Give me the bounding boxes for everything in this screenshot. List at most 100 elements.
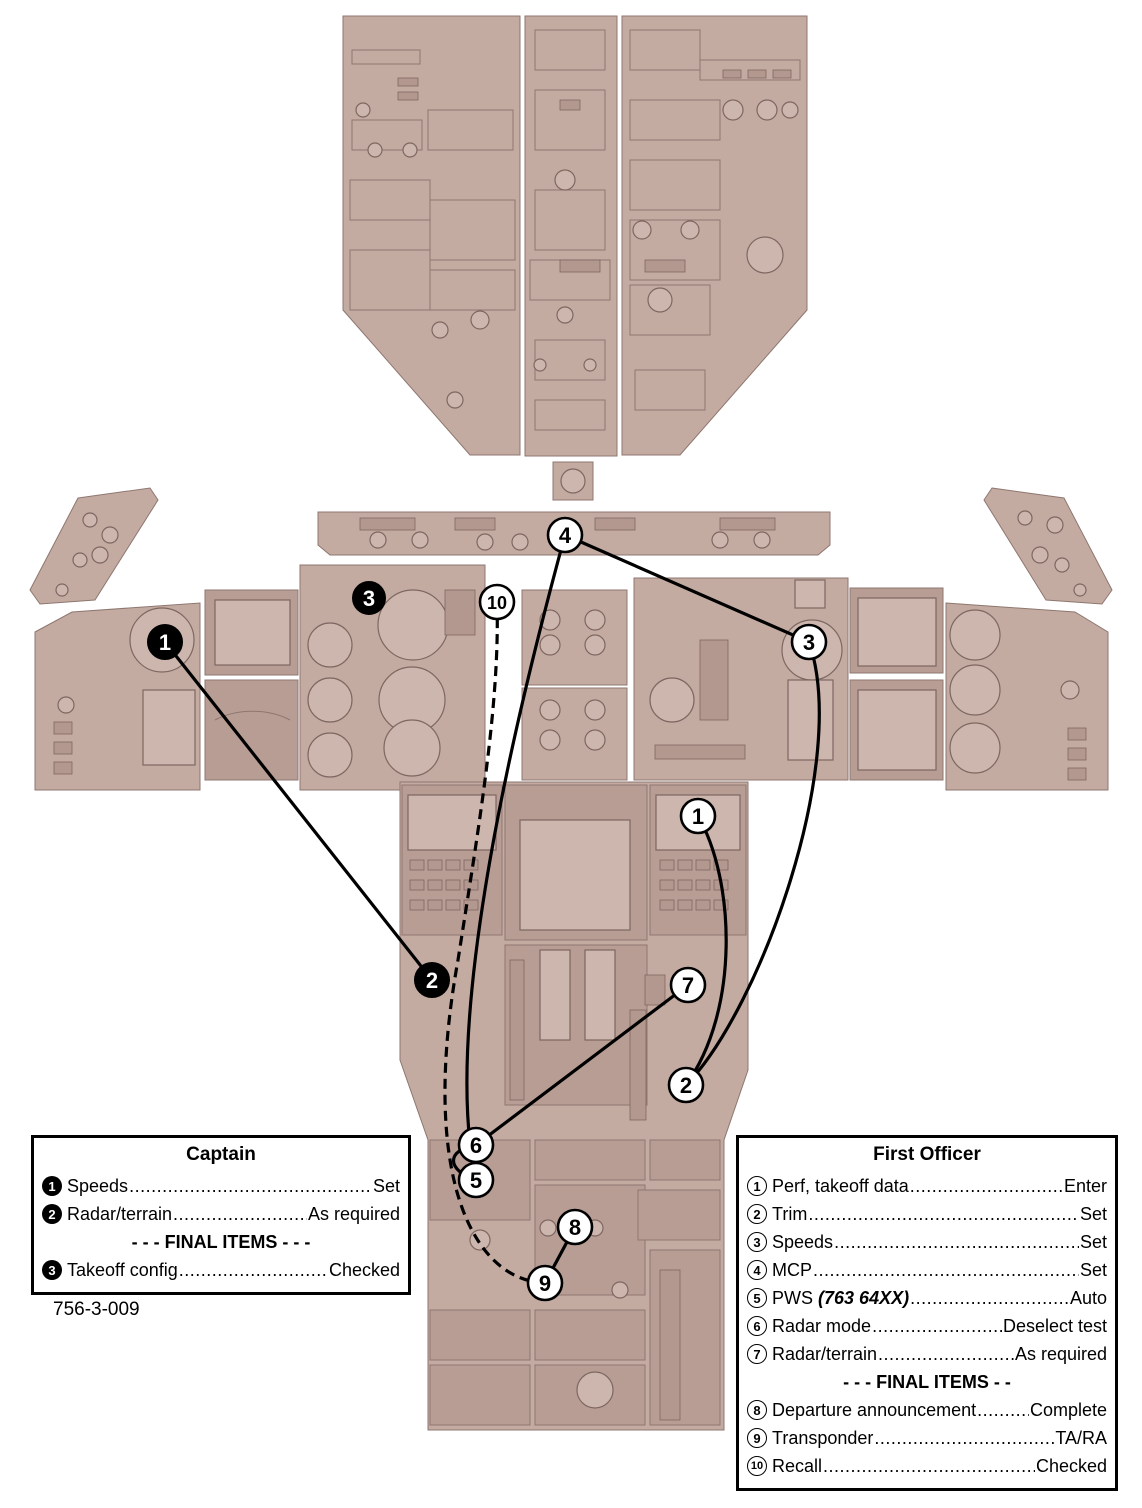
final-items-header: - - - FINAL ITEMS - -	[843, 1372, 1011, 1392]
fo-marker-10: 10	[478, 583, 516, 621]
legend-row: 1 Perf, takeoff data Enter	[747, 1172, 1107, 1200]
svg-text:1: 1	[692, 804, 704, 829]
svg-text:2: 2	[680, 1073, 692, 1098]
marker-icon: 2	[747, 1204, 767, 1224]
captain-legend-title: Captain	[186, 1144, 256, 1165]
legend-item-value: TA/RA	[1055, 1427, 1107, 1448]
figure-id: 756-3-009	[53, 1299, 140, 1320]
right-side-panel	[983, 487, 1113, 605]
legend-item-value: As required	[1014, 1343, 1107, 1364]
leader-dots	[808, 1205, 1079, 1223]
legend-item-value: Complete	[1029, 1399, 1107, 1420]
legend-row: 7 Radar/terrain As required	[747, 1340, 1107, 1368]
marker-icon: 3	[42, 1260, 62, 1280]
fo-flow-line-6-7	[474, 983, 690, 1147]
legend-row: 1 Speeds Set	[42, 1172, 400, 1200]
marker-icon: 2	[42, 1204, 62, 1224]
legend-item-label: Transponder	[772, 1427, 874, 1448]
legend-item-value: As required	[307, 1203, 400, 1224]
legend-item-label: Recall	[772, 1455, 823, 1476]
fo-flow-line-4-5	[465, 533, 567, 1182]
leader-dots	[834, 1233, 1079, 1251]
fo-marker-5: 5	[457, 1161, 495, 1199]
svg-text:10: 10	[487, 593, 507, 613]
marker-icon: 9	[747, 1428, 767, 1448]
left-side-panel	[29, 487, 159, 605]
fo-marker-7: 7	[669, 966, 707, 1004]
legend-item-value: Enter	[1063, 1175, 1107, 1196]
svg-text:4: 4	[559, 523, 572, 548]
legend-item-value: Set	[1079, 1231, 1107, 1252]
fo-marker-3: 3	[790, 623, 828, 661]
legend-item-label: MCP	[772, 1259, 812, 1280]
legend-row: 2 Trim Set	[747, 1200, 1107, 1228]
leader-dots	[874, 1429, 1054, 1447]
legend-item-value: Checked	[1035, 1455, 1107, 1476]
captain-legend: Captain 1 Speeds Set 2 Radar/terrain As …	[31, 1135, 411, 1295]
marker-icon: 10	[747, 1456, 767, 1476]
legend-item-label: Perf, takeoff data	[772, 1175, 909, 1196]
fo-marker-4: 4	[546, 516, 584, 554]
fo-marker-2: 2	[667, 1066, 705, 1104]
leader-dots	[813, 1261, 1079, 1279]
fo-flow-line-3-4	[563, 533, 811, 644]
legend-row: 10 Recall Checked	[747, 1452, 1107, 1480]
legend-item-value: Set	[372, 1175, 400, 1196]
svg-text:7: 7	[682, 973, 694, 998]
legend-row: 6 Radar mode Deselect test	[747, 1312, 1107, 1340]
svg-text:3: 3	[363, 586, 375, 611]
right-center-panel	[633, 577, 849, 781]
legend-row: 3 Takeoff config Checked	[42, 1256, 400, 1284]
svg-text:8: 8	[569, 1215, 581, 1240]
first-officer-legend: First Officer 1 Perf, takeoff data Enter…	[736, 1135, 1118, 1491]
captain-marker-1: 1	[147, 624, 183, 660]
svg-text:2: 2	[426, 968, 438, 993]
svg-text:5: 5	[470, 1168, 482, 1193]
leader-dots	[910, 1177, 1063, 1195]
legend-item-label: Departure announcement	[772, 1399, 977, 1420]
marker-icon: 4	[747, 1260, 767, 1280]
legend-item-label: Takeoff config	[67, 1259, 178, 1280]
captain-marker-2: 2	[414, 962, 450, 998]
fo-marker-8: 8	[556, 1208, 594, 1246]
fo-marker-1: 1	[679, 797, 717, 835]
left-center-panel	[299, 564, 486, 791]
fo-flow-line-2-3	[684, 640, 821, 1087]
legend-item-value: Auto	[1069, 1287, 1107, 1308]
fo-flow-line-1-2	[684, 814, 728, 1087]
center-engine-panel	[521, 589, 628, 781]
leader-dots	[173, 1205, 307, 1223]
marker-icon: 5	[747, 1288, 767, 1308]
legend-item-label: Radar mode	[772, 1315, 872, 1336]
markers: 1 2 3 1 2 3 4 5 6 7 8 9 10	[147, 516, 828, 1302]
legend-item-label: PWS (763 64XX)	[772, 1288, 909, 1309]
marker-icon: 1	[747, 1176, 767, 1196]
svg-text:6: 6	[470, 1133, 482, 1158]
legend-item-label: Radar/terrain	[772, 1343, 878, 1364]
overhead-panel	[342, 15, 808, 457]
leader-dots	[129, 1177, 372, 1195]
legend-item-value: Set	[1079, 1203, 1107, 1224]
leader-dots	[179, 1261, 328, 1279]
captain-marker-3: 3	[352, 581, 386, 615]
legend-row: 9 Transponder TA/RA	[747, 1424, 1107, 1452]
marker-icon: 8	[747, 1400, 767, 1420]
legend-item-value: Deselect test	[1002, 1315, 1107, 1336]
leader-dots	[872, 1317, 1002, 1335]
center-pedestal	[399, 781, 749, 1431]
legend-item-label: Speeds	[772, 1231, 834, 1252]
model-emphasis: (763 64XX)	[818, 1287, 910, 1308]
first-officer-instrument-panel	[849, 587, 1109, 791]
marker-icon: 7	[747, 1344, 767, 1364]
legend-item-value: Set	[1079, 1259, 1107, 1280]
fo-marker-9: 9	[526, 1264, 564, 1302]
legend-item-value: Checked	[328, 1259, 400, 1280]
leader-dots	[878, 1345, 1014, 1363]
svg-text:1: 1	[159, 630, 171, 655]
leader-dots	[910, 1289, 1069, 1307]
marker-icon: 6	[747, 1316, 767, 1336]
fo-flow-line-9-10	[443, 601, 546, 1285]
legend-row: 5 PWS (763 64XX) Auto	[747, 1284, 1107, 1312]
final-items-header: - - - FINAL ITEMS - - -	[131, 1232, 311, 1252]
